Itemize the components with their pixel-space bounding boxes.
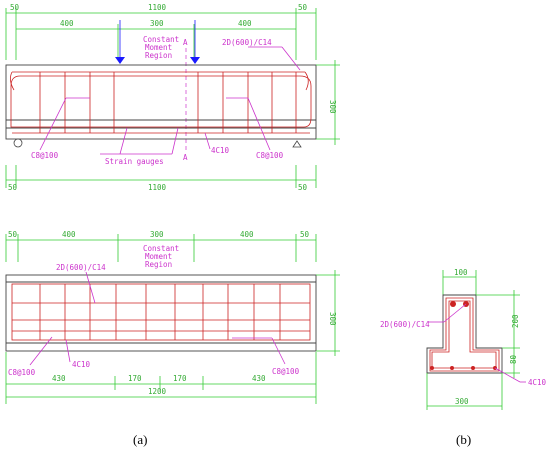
top-rebar-1 [450,301,456,307]
bottom-rebar-3 [471,366,475,370]
top-seg-1: 400 [60,19,74,28]
cross-section-view: 100 200 80 2D(600)/C14 4C10 300 [380,268,547,410]
plan-constant-moment-2: Moment [145,252,172,261]
plan-bottom-seg-4: 430 [252,374,266,383]
plan-bottom-seg-1: 430 [52,374,66,383]
bottom-dim-left: 50 [8,183,18,192]
plan-rebar-label: 2D(600)/C14 [56,263,106,272]
plan-top-dim-5: 50 [300,230,310,239]
load-arrow-right [190,57,200,64]
load-arrow-left [115,57,125,64]
plan-outline [5,274,317,352]
elevation-height-dim: 300 [328,100,337,114]
top-seg-2: 300 [150,19,164,28]
bottom-rebar-2 [450,366,454,370]
tee-section-outline [426,294,503,374]
caption-b: (b) [456,432,471,447]
stirrup-label-right: C8@100 [256,151,284,160]
top-dim-right: 50 [298,3,308,12]
constant-moment-line2: Moment [145,43,172,52]
plan-top-dim-4: 400 [240,230,254,239]
plan-stirrup-label-right: C8@100 [272,367,300,376]
plan-rebar-grid [11,283,311,341]
section-bottom-rebar-label: 4C10 [528,378,547,387]
stirrup-label-left: C8@100 [31,151,59,160]
plan-stirrup-label-left: C8@100 [8,368,36,377]
plan-total-length: 1200 [148,387,167,396]
plan-top-dim-1: 50 [8,230,18,239]
constant-moment-line3: Region [145,51,172,60]
strain-gauges-label: Strain gauges [105,157,164,166]
section-marker-top: A [183,38,188,47]
caption-a: (a) [133,432,147,447]
pin-support-icon [13,138,23,148]
bottom-rebar-1 [430,366,434,370]
plan-top-dim-2: 400 [62,230,76,239]
beam-elevation-outline [5,64,317,140]
section-top-width: 100 [454,268,468,277]
top-dim-left: 50 [10,3,20,12]
section-marker-bottom: A [183,153,188,162]
plan-bottom-seg-2: 170 [128,374,142,383]
plan-bottom-seg-3: 170 [173,374,187,383]
plan-top-dim-3: 300 [150,230,164,239]
section-flange-height: 80 [509,354,518,364]
top-elevation-view: 50 1100 50 400 300 400 Constant Moment R… [5,3,340,192]
plan-constant-moment-3: Region [145,260,172,269]
plan-constant-moment-1: Constant [143,244,179,253]
section-web-height: 200 [511,314,520,328]
top-seg-3: 400 [238,19,252,28]
plan-view: 50 400 300 400 50 Constant Moment Region [5,230,340,404]
plan-bottom-bar-label: 4C10 [72,360,91,369]
section-bottom-width: 300 [455,397,469,406]
section-top-rebar-label: 2D(600)/C14 [380,320,430,329]
bottom-dim-right: 50 [298,183,308,192]
roller-support-icon [292,140,302,148]
top-dim-total: 1100 [148,3,167,12]
plan-height-dim: 300 [328,312,337,326]
constant-moment-line1: Constant [143,35,179,44]
elevation-rebar-label: 2D(600)/C14 [222,38,272,47]
bottom-dim-total: 1100 [148,183,167,192]
elevation-bottom-bar-label: 4C10 [211,146,230,155]
elevation-rebar-cage [10,71,312,134]
